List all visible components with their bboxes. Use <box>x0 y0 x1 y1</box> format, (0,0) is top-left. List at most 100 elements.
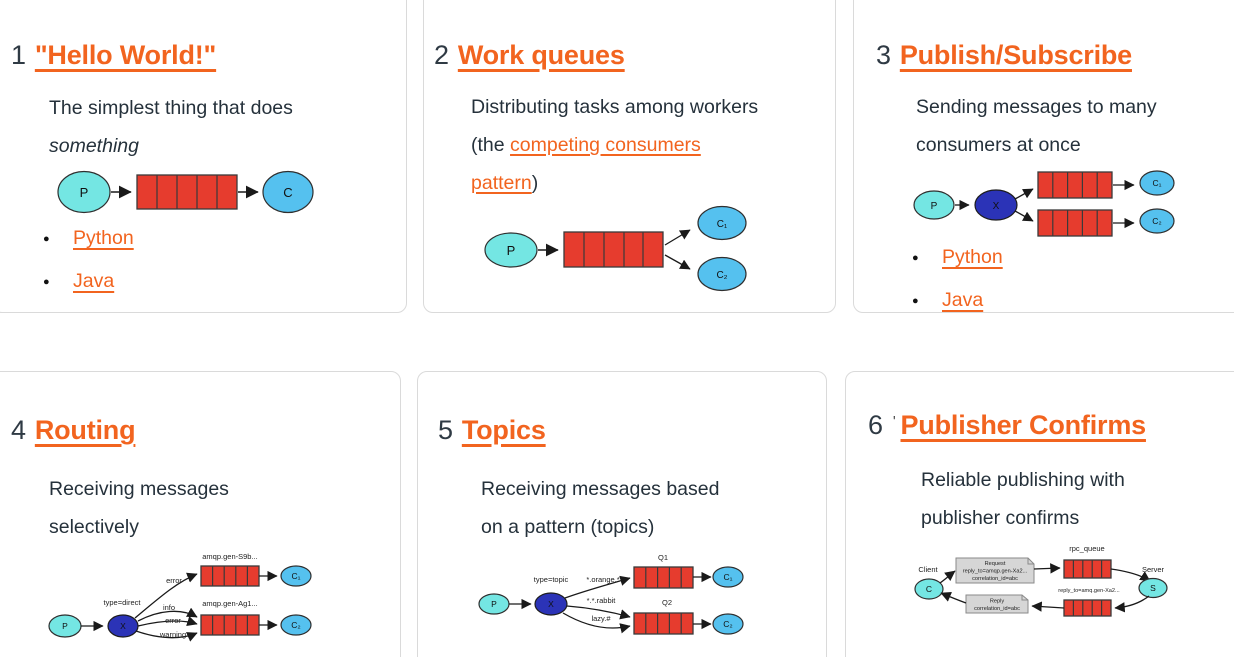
edge-3 <box>562 612 631 634</box>
consumer-2-label: C₂ <box>716 270 727 281</box>
arrow <box>664 229 691 246</box>
server-node-label: S <box>1150 583 1156 593</box>
card-heading: 2 Work queues <box>434 40 835 71</box>
producer-label: P <box>931 201 938 212</box>
competing-consumers-link[interactable]: competing consumers pattern <box>471 134 701 195</box>
client-node <box>914 578 944 600</box>
queue-1 <box>1037 171 1113 199</box>
tutorial-card-publish-subscribe: 3 Publish/Subscribe Sending messages to m… <box>853 0 1234 313</box>
client-label: Client <box>918 565 938 574</box>
arrow <box>940 592 967 604</box>
tutorial-number: 2 <box>434 40 449 70</box>
exchange-type-label: type=direct <box>104 598 142 607</box>
server-node <box>1138 577 1168 599</box>
description-text: Distributing tasks among workers (the <box>471 96 759 157</box>
exchange-label: X <box>120 621 126 631</box>
number-suffix: ' <box>892 413 896 430</box>
queue-1 <box>633 566 694 589</box>
tutorial-number: 5 <box>438 415 453 445</box>
reply-note: Reply correlation_id=abc <box>965 594 1029 614</box>
exchange-label: X <box>548 599 554 609</box>
reply-title: Reply <box>990 599 1005 605</box>
edge-error <box>137 616 198 627</box>
consumer-1-label: C₁ <box>291 571 300 581</box>
tutorial-number: 3 <box>876 40 891 70</box>
exchange-label: X <box>993 201 1000 212</box>
queue-2-name: Q2 <box>662 598 672 607</box>
request-line-1: reply_to=amqp.gen-Xa2... <box>963 569 1028 575</box>
tutorial-link-topics[interactable]: Topics <box>461 415 546 445</box>
consumer-2-label: C₂ <box>1152 216 1161 226</box>
request-title: Request <box>985 561 1006 567</box>
consumer-1-node <box>712 566 744 588</box>
java-link[interactable]: Java <box>73 269 115 292</box>
edge-3-label: lazy.# <box>591 614 611 623</box>
diagram-publish-subscribe: P X C₁ C₂ <box>913 170 1175 237</box>
language-links: Python Java <box>43 227 406 292</box>
card-heading: 4 Routing <box>11 415 400 446</box>
tutorial-card-work-queues: 2 Work queues Distributing tasks among wo… <box>423 0 836 313</box>
card-description: Distributing tasks among workers (the co… <box>471 88 771 202</box>
queue <box>563 231 664 268</box>
consumer-1-node <box>697 205 747 241</box>
producer-node <box>913 190 955 220</box>
consumer-2-label: C₂ <box>291 620 300 630</box>
queue-1-name: Q1 <box>658 553 668 562</box>
rpc-queue <box>1063 559 1112 579</box>
list-item: Java <box>912 288 1234 311</box>
card-description: Receiving messages selectively <box>49 478 229 539</box>
card-heading: 1"Hello World!" <box>11 40 406 71</box>
card-description: Sending messages to many consumers at on… <box>916 96 1157 157</box>
edge-2-label: *.*.rabbit <box>587 596 617 605</box>
consumer-1-node <box>1139 170 1175 196</box>
tutorial-link-publish-subscribe[interactable]: Publish/Subscribe <box>899 40 1132 70</box>
queue-2 <box>1037 209 1113 237</box>
consumer-node <box>262 170 314 214</box>
python-link[interactable]: Python <box>73 227 134 250</box>
consumer-2-node <box>280 614 312 636</box>
consumer-1-label: C₁ <box>723 572 732 582</box>
consumer-1-label: C₁ <box>717 219 728 230</box>
tutorial-link-work-queues[interactable]: Work queues <box>457 40 625 70</box>
arrow <box>1014 188 1034 200</box>
reply-queue <box>1063 599 1112 617</box>
language-links: Python Java <box>912 246 1234 311</box>
consumer-label: C <box>283 185 292 200</box>
consumer-2-node <box>697 256 747 292</box>
edge-1-label: *.orange.* <box>586 575 619 584</box>
queue-2 <box>633 612 694 635</box>
edge-error-label: error <box>165 616 181 625</box>
arrow <box>1033 563 1061 574</box>
description-italic: something <box>49 135 139 158</box>
card-description: Reliable publishing with publisher confi… <box>921 469 1125 530</box>
consumer-2-label: C₂ <box>723 619 732 629</box>
producer-label: P <box>491 599 497 609</box>
arrow <box>1114 595 1150 613</box>
request-note: Request reply_to=amqp.gen-Xa2... correla… <box>955 557 1035 584</box>
java-link[interactable]: Java <box>942 288 984 311</box>
python-link[interactable]: Python <box>942 246 1003 269</box>
producer-label: P <box>507 243 516 258</box>
request-line-2: correlation_id=abc <box>972 576 1018 582</box>
exchange-node <box>974 189 1018 221</box>
consumer-1-node <box>280 565 312 587</box>
diagram-publisher-confirms: rpc_queue Client Server Request reply_to… <box>914 544 1168 617</box>
card-heading: 3 Publish/Subscribe <box>876 40 1234 71</box>
client-node-label: C <box>926 584 932 594</box>
diagram-routing: amqp.gen-S9b... C₁ error type=direct amq… <box>48 552 312 642</box>
arrow <box>1014 210 1034 222</box>
tutorial-link-hello-world[interactable]: "Hello World!" <box>34 40 217 70</box>
tutorial-link-publisher-confirms[interactable]: Publisher Confirms <box>900 410 1147 440</box>
arrow <box>1031 601 1065 612</box>
card-heading: 5 Topics <box>438 415 826 446</box>
rpc-queue-name: rpc_queue <box>1069 544 1104 553</box>
exchange-node <box>534 592 568 616</box>
tutorial-number: 4 <box>11 415 26 445</box>
queue-2-name: amqp.gen-Ag1... <box>202 599 257 608</box>
producer-label: P <box>80 185 89 200</box>
edge-1 <box>564 575 631 599</box>
producer-label: P <box>62 621 68 631</box>
tutorial-link-routing[interactable]: Routing <box>34 415 136 445</box>
